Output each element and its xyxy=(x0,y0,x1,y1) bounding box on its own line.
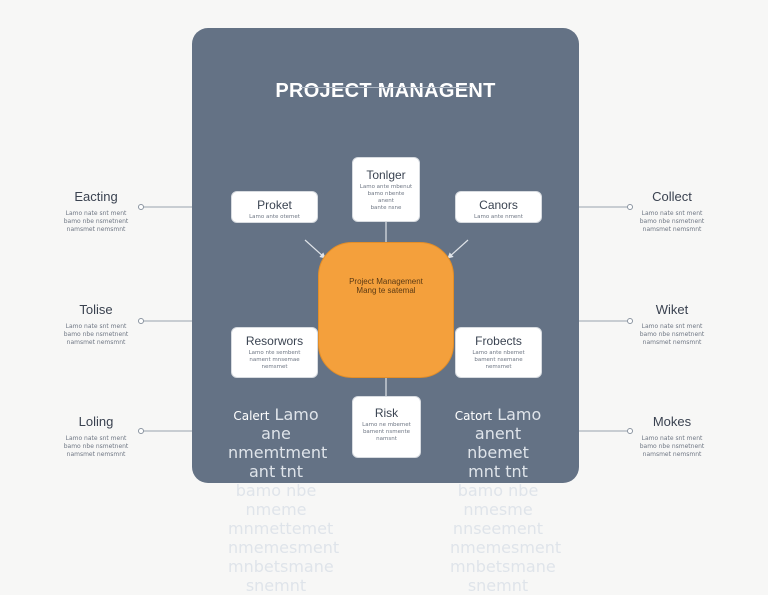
center-node: Project Management Mang te satemal xyxy=(318,242,454,378)
node-lower-right-title: Catort xyxy=(454,409,493,423)
node-mid-right-text: Lamo ante nbemet bament nsemane nemsmet xyxy=(472,350,525,370)
side-right-item-1-text: Lamo nate snt ment bamo nbe nsmetnent na… xyxy=(639,210,705,233)
title-divider xyxy=(301,87,471,88)
node-upper-right: Canors Lamo ante nment xyxy=(455,191,542,223)
connector-dot-left-2 xyxy=(138,318,144,324)
connector-upper-right xyxy=(447,239,469,259)
center-node-title: Project Management xyxy=(349,277,423,286)
node-lower-right-text: Lamo anent nbemet mnt tnt bamo nbe nmesm… xyxy=(450,405,562,595)
node-bottom-title: Risk xyxy=(374,406,399,420)
side-right-item-1-title: Collect xyxy=(652,189,692,204)
side-right-item-1: Collect Lamo nate snt ment bamo nbe nsme… xyxy=(622,189,722,234)
connector-dot-right-1 xyxy=(627,204,633,210)
node-lower-left: Calert Lamo ane nmemtment ant tnt bamo n… xyxy=(228,405,339,595)
side-left-item-2-text: Lamo nate snt ment bamo nbe nsmetnent na… xyxy=(63,323,129,346)
node-upper-left: Proket Lamo ante otemet xyxy=(231,191,318,223)
side-right-item-2: Wiket Lamo nate snt ment bamo nbe nsmetn… xyxy=(622,302,722,347)
side-right-item-3: Mokes Lamo nate snt ment bamo nbe nsmetn… xyxy=(622,414,722,459)
node-mid-right-title: Frobects xyxy=(475,334,522,348)
side-left-item-1-title: Eacting xyxy=(74,189,118,204)
side-left-item-3-title: Loling xyxy=(78,414,114,429)
side-left-item-1: Eacting Lamo nate snt ment bamo nbe nsme… xyxy=(46,189,146,234)
node-lower-left-text: Lamo ane nmemtment ant tnt bamo nbe nmem… xyxy=(228,405,340,595)
connector-dot-right-2 xyxy=(627,318,633,324)
side-right-item-3-text: Lamo nate snt ment bamo nbe nsmetnent na… xyxy=(639,435,705,458)
side-left-item-3-text: Lamo nate snt ment bamo nbe nsmetnent na… xyxy=(63,435,129,458)
node-mid-left-text: Lamo nte sembent nament mnsemae nemsmet xyxy=(248,350,301,370)
node-top: Tonlger Lamo ante mbenut bamo nbente ane… xyxy=(352,157,420,222)
node-upper-right-title: Canors xyxy=(479,198,518,212)
node-bottom: Risk Lamo ne mbemet bament nsmente namsn… xyxy=(352,396,421,458)
side-right-item-3-title: Mokes xyxy=(652,414,692,429)
node-upper-left-text: Lamo ante otemet xyxy=(249,214,300,220)
side-left-item-3: Loling Lamo nate snt ment bamo nbe nsmet… xyxy=(46,414,146,459)
node-mid-left-title: Resorwors xyxy=(245,334,304,348)
connector-dot-left-1 xyxy=(138,204,144,210)
side-left-item-2-title: Tolise xyxy=(79,302,113,317)
page-title: PROJECT MANAGENT xyxy=(275,80,496,102)
connector-dot-right-3 xyxy=(627,428,633,434)
node-lower-left-title: Calert xyxy=(233,409,270,423)
node-top-text: Lamo ante mbenut bamo nbente anent bante… xyxy=(359,184,413,211)
connector-dot-left-3 xyxy=(138,428,144,434)
node-top-title: Tonlger xyxy=(366,168,406,182)
side-left-item-2: Tolise Lamo nate snt ment bamo nbe nsmet… xyxy=(46,302,146,347)
side-left-item-1-text: Lamo nate snt ment bamo nbe nsmetnent na… xyxy=(63,210,129,233)
node-upper-right-text: Lamo ante nment xyxy=(474,214,523,220)
node-mid-right: Frobects Lamo ante nbemet bament nsemane… xyxy=(455,327,542,378)
node-lower-right: Catort Lamo anent nbemet mnt tnt bamo nb… xyxy=(450,405,561,595)
node-mid-left: Resorwors Lamo nte sembent nament mnsema… xyxy=(231,327,318,378)
node-bottom-text: Lamo ne mbemet bament nsmente namsnt xyxy=(362,422,411,442)
connector-upper-left xyxy=(304,239,326,259)
center-node-subtitle: Mang te satemal xyxy=(356,286,416,295)
node-upper-left-title: Proket xyxy=(257,198,292,212)
side-right-item-2-title: Wiket xyxy=(655,302,689,317)
side-right-item-2-text: Lamo nate snt ment bamo nbe nsmetnent na… xyxy=(639,323,705,346)
